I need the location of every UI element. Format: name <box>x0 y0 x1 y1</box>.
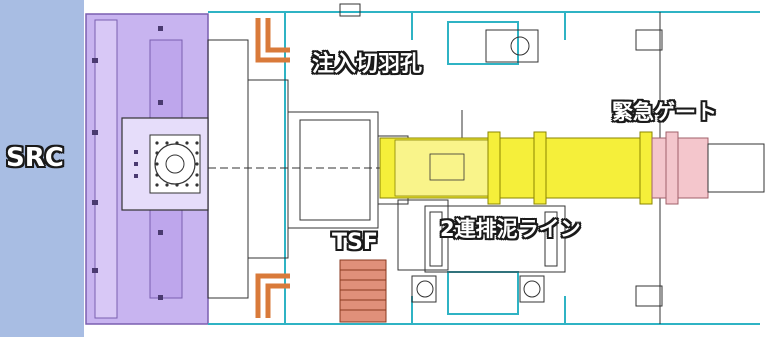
injection-ports <box>255 18 290 318</box>
emergency-gate-body <box>651 131 765 205</box>
label-tsf: TSF <box>332 230 378 255</box>
label-src: SRC <box>6 143 64 173</box>
label-injection-face-holes: 注入切羽孔 <box>312 52 423 77</box>
tsf-unit <box>339 259 387 323</box>
src-band <box>0 0 84 337</box>
label-emergency-gate: 緊急ゲート <box>612 100 717 124</box>
cutter-head <box>85 13 209 325</box>
label-double-discharge-line: 2連排泥ライン <box>440 217 581 241</box>
discharge-pipe <box>379 131 653 205</box>
